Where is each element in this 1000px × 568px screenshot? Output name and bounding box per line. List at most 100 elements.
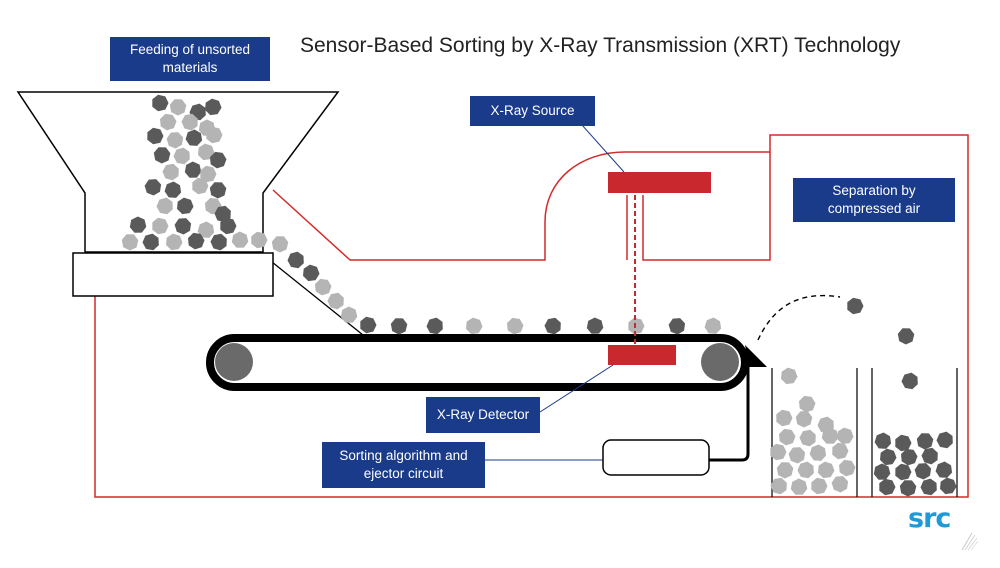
particle — [173, 147, 190, 165]
particle — [797, 461, 814, 479]
particle — [628, 317, 645, 335]
feed-chute — [271, 261, 364, 336]
particle — [873, 463, 891, 480]
particle — [901, 372, 918, 390]
particle — [152, 217, 169, 235]
particle — [466, 317, 483, 335]
xray-detector-leader — [539, 364, 614, 413]
particle — [287, 251, 304, 269]
particle — [897, 328, 915, 345]
particle — [220, 217, 237, 235]
particle — [156, 197, 173, 215]
particle — [153, 147, 171, 164]
particle — [160, 113, 177, 131]
particle — [162, 163, 179, 181]
particle — [916, 433, 934, 450]
eject-trajectory — [757, 295, 841, 341]
src-logo-text: src — [908, 503, 951, 534]
particle — [879, 478, 896, 496]
particle — [166, 132, 184, 149]
particle — [809, 444, 827, 461]
particle — [185, 129, 203, 146]
xray-housing-wall — [642, 152, 771, 261]
bin-particles — [770, 409, 957, 497]
particle — [880, 448, 897, 466]
particle — [200, 165, 217, 183]
particle — [166, 233, 183, 251]
particle — [197, 221, 215, 238]
label-xray-detector: X-Ray Detector — [426, 397, 540, 433]
particle — [210, 151, 227, 169]
particle — [935, 461, 953, 478]
enclosure-outline — [94, 134, 969, 498]
particle — [811, 477, 828, 495]
particle — [795, 411, 813, 428]
chute-particles — [251, 231, 358, 323]
bin-right — [871, 368, 958, 497]
particle — [205, 98, 222, 116]
label-feeding: Feeding of unsorted materials — [110, 37, 270, 81]
air-ejector-nozzle — [745, 345, 767, 367]
particle — [251, 231, 268, 249]
particle — [210, 233, 227, 251]
particle — [303, 264, 320, 282]
particle — [142, 233, 159, 251]
particle — [188, 232, 205, 250]
hopper-particles — [121, 94, 249, 251]
particle — [586, 317, 604, 334]
particle — [129, 216, 147, 233]
particle — [818, 461, 835, 479]
particle — [770, 477, 787, 495]
particle — [192, 177, 209, 195]
particle — [144, 179, 162, 196]
particle — [895, 463, 912, 481]
particle — [921, 447, 938, 465]
particle — [790, 478, 808, 495]
particle — [206, 126, 223, 144]
conveyor-roller-right — [701, 343, 739, 381]
feeder-box — [72, 252, 274, 297]
particle — [340, 306, 358, 323]
particle — [327, 292, 344, 310]
flying-particles — [781, 297, 918, 413]
logo-mark — [961, 532, 979, 551]
particle — [121, 234, 139, 251]
particle — [426, 317, 443, 335]
particle — [776, 462, 794, 479]
bin-left — [771, 368, 858, 497]
particle — [799, 429, 816, 447]
particle — [184, 161, 202, 178]
particle — [231, 231, 249, 248]
particle — [781, 367, 798, 385]
particle — [901, 448, 918, 466]
particle — [704, 317, 722, 334]
particle — [507, 317, 524, 335]
xray-source-leader — [581, 124, 625, 173]
particle — [779, 428, 796, 446]
particle — [152, 94, 169, 112]
label-sorting: Sorting algorithm and ejector circuit — [322, 442, 485, 488]
particle — [831, 476, 849, 493]
label-xray-source: X-Ray Source — [470, 96, 595, 126]
particle — [315, 278, 332, 296]
src-logo: src — [908, 503, 978, 553]
particle — [920, 478, 937, 496]
particle — [668, 318, 686, 335]
particle — [169, 99, 187, 116]
particle — [147, 127, 164, 145]
particle — [360, 316, 377, 334]
particle — [895, 434, 912, 452]
belt-particles — [360, 316, 722, 335]
particle — [209, 182, 227, 199]
particle — [799, 395, 816, 413]
particle — [776, 409, 793, 427]
particle — [899, 480, 917, 497]
particle — [390, 318, 408, 335]
particle — [837, 427, 854, 445]
particle — [874, 432, 892, 449]
diagram-title: Sensor-Based Sorting by X-Ray Transmissi… — [300, 34, 901, 57]
particle — [177, 197, 194, 215]
particle — [271, 236, 289, 253]
